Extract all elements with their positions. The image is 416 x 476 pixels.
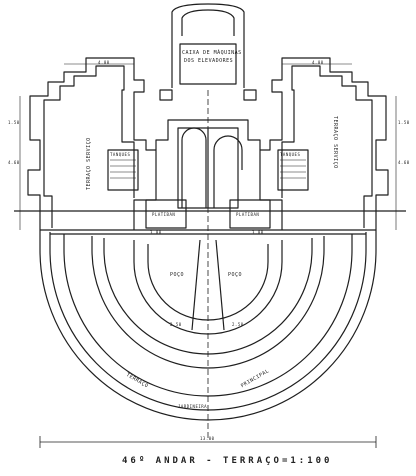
label-poco-left: POÇO [170, 272, 185, 278]
right-wing-inner [281, 65, 373, 228]
elevator-shaft-left [181, 127, 207, 208]
tanques-right-room [277, 149, 309, 191]
dim-right-1: 4.60 [398, 160, 410, 165]
label-terraco-servico-right: TERRAÇO SERVIÇO [332, 116, 338, 169]
dim-poco-left: 2.50 [170, 322, 182, 327]
dim-left-1: 4.60 [8, 160, 20, 165]
left-wing [27, 57, 157, 230]
platiban-left-room [145, 199, 187, 229]
machine-room [171, 3, 245, 88]
label-platiban-right: PLATIBAN [236, 212, 260, 217]
dim-top-right: 4.00 [312, 60, 324, 65]
top-steps [159, 89, 257, 101]
label-tanques-left: TANQUES [110, 152, 131, 157]
label-platiban-left: PLATIBAN [152, 212, 176, 217]
machine-room-arch [181, 9, 235, 36]
dim-centre-right: 3.00 [252, 230, 264, 235]
label-tanques-right: TANQUES [280, 152, 301, 157]
dim-centre-left: 3.00 [150, 230, 162, 235]
drawing-title: 46º ANDAR - TERRAÇO=1:100 [122, 456, 333, 466]
label-jardineira: JARDINEIRA [178, 404, 208, 409]
label-dos-elevadores: DOS ELEVADORES [184, 58, 234, 64]
label-caixa-maquinas: CAIXA DE MÁQUINAS [182, 50, 242, 56]
dim-bottom-total: 13.00 [200, 436, 215, 441]
inner-terrace-arc [91, 236, 325, 369]
dim-right-2: 1.50 [398, 120, 410, 125]
poco-divider-right [215, 239, 225, 331]
label-terraco-servico-left: TERRAÇO SERVIÇO [86, 137, 92, 190]
label-poco-right: POÇO [228, 272, 243, 278]
right-wing [259, 57, 389, 230]
dim-poco-right: 2.50 [232, 322, 244, 327]
machine-room-inner [179, 43, 237, 85]
left-wing-inner [43, 65, 135, 228]
poco-divider-left [191, 239, 201, 331]
dim-top-left: 4.00 [98, 60, 110, 65]
platiban-right-room [229, 199, 271, 229]
dim-left-2: 1.50 [8, 120, 20, 125]
tanques-left-room [107, 149, 139, 191]
stair-curve [213, 135, 243, 208]
